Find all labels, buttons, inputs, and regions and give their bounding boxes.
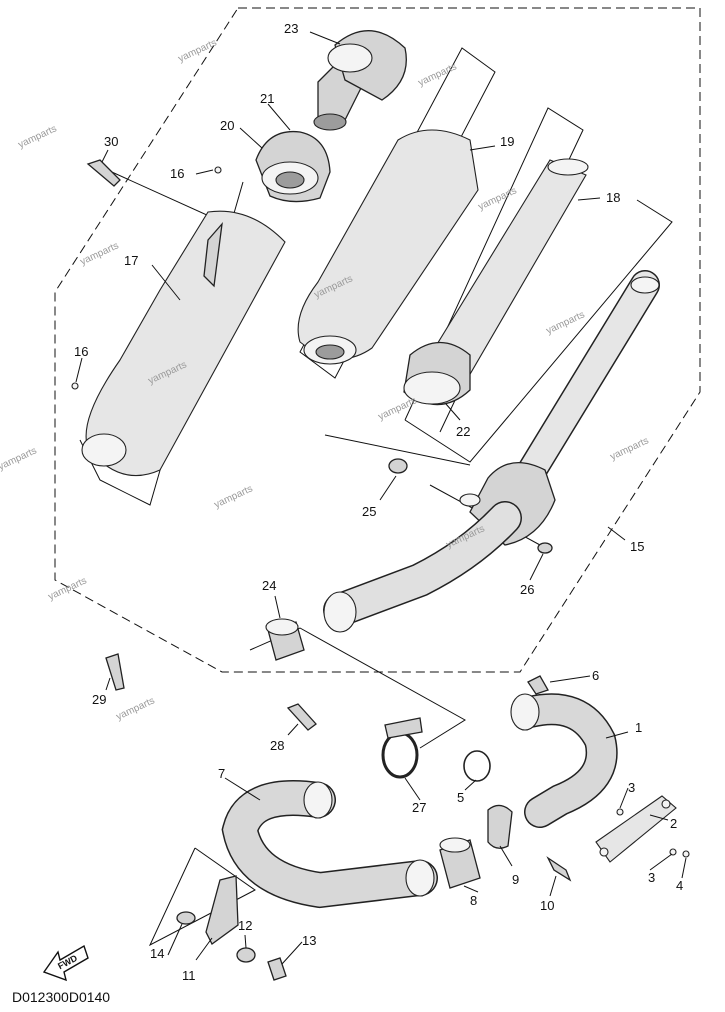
part-number-label: 3 — [648, 870, 655, 885]
part-number-label: 16 — [74, 344, 88, 359]
watermark-text: yamparts — [213, 483, 255, 510]
watermark-text: yamparts — [417, 61, 459, 88]
fasteners-upper — [71, 159, 553, 731]
part-number-label: 20 — [220, 118, 234, 133]
fasteners-lower — [176, 875, 287, 981]
fwd-arrow-icon: FWD — [42, 944, 89, 982]
part-15-link-pipe — [323, 270, 660, 633]
part-number-label: 23 — [284, 21, 298, 36]
part-number-label: 11 — [182, 968, 196, 983]
part-number-label: 1 — [635, 720, 642, 735]
part-number-label: 14 — [150, 946, 164, 961]
part-17-muffler-body — [81, 210, 286, 477]
watermark-text: yamparts — [609, 435, 651, 462]
watermark-text: yamparts — [47, 575, 89, 602]
part-number-label: 9 — [512, 872, 519, 887]
part-number-label: 3 — [628, 780, 635, 795]
fasteners-right — [439, 750, 690, 889]
part-number-label: 5 — [457, 790, 464, 805]
part-number-label: 19 — [500, 134, 514, 149]
part-number-label: 10 — [540, 898, 554, 913]
part-number-label: 21 — [260, 91, 274, 106]
watermark-text: yamparts — [79, 240, 121, 267]
watermark-text: yamparts — [115, 695, 157, 722]
part-number-label: 24 — [262, 578, 276, 593]
part-number-label: 15 — [630, 539, 644, 554]
part-number-label: 27 — [412, 800, 426, 815]
part-number-label: 28 — [270, 738, 284, 753]
part-number-label: 26 — [520, 582, 534, 597]
part-number-label: 22 — [456, 424, 470, 439]
part-number-label: 8 — [470, 893, 477, 908]
part-number-label: 17 — [124, 253, 138, 268]
assembly-outline-15 — [54, 7, 701, 673]
part-number-label: 18 — [606, 190, 620, 205]
watermark-text: yamparts — [177, 37, 219, 64]
part-number-label: 25 — [362, 504, 376, 519]
part-number-label: 2 — [670, 816, 677, 831]
watermark-text: yamparts — [545, 309, 587, 336]
watermark-text: yamparts — [377, 395, 419, 422]
watermark-text: yamparts — [17, 123, 59, 150]
group-box-lower — [148, 847, 256, 947]
watermark-text: yamparts — [477, 185, 519, 212]
part-number-label: 7 — [218, 766, 225, 781]
part-20-21-cone — [255, 130, 331, 203]
part-number-label: 13 — [302, 933, 316, 948]
part-number-label: 12 — [238, 918, 252, 933]
part-7-exhaust-pipe — [221, 780, 438, 909]
diagram-code: D012300D0140 — [12, 989, 110, 1005]
part-number-label: 30 — [104, 134, 118, 149]
part-18-inner-pipe — [403, 158, 589, 406]
part-27-clamp — [381, 717, 423, 779]
leader-lines — [75, 31, 687, 965]
part-number-labels: 23 21 20 30 16 17 16 19 18 22 25 26 15 2… — [74, 21, 683, 983]
part-23-end-cap — [313, 30, 407, 131]
part-number-label: 29 — [92, 692, 106, 707]
part-19-muffler-inner — [297, 129, 479, 365]
watermark-text: yamparts — [0, 445, 39, 472]
part-number-label: 6 — [592, 668, 599, 683]
part-2-bracket — [595, 795, 677, 863]
part-number-label: 16 — [170, 166, 184, 181]
part-1-exhaust-pipe — [510, 693, 618, 828]
part-number-label: 4 — [676, 878, 683, 893]
part-24-gasket — [265, 618, 305, 661]
